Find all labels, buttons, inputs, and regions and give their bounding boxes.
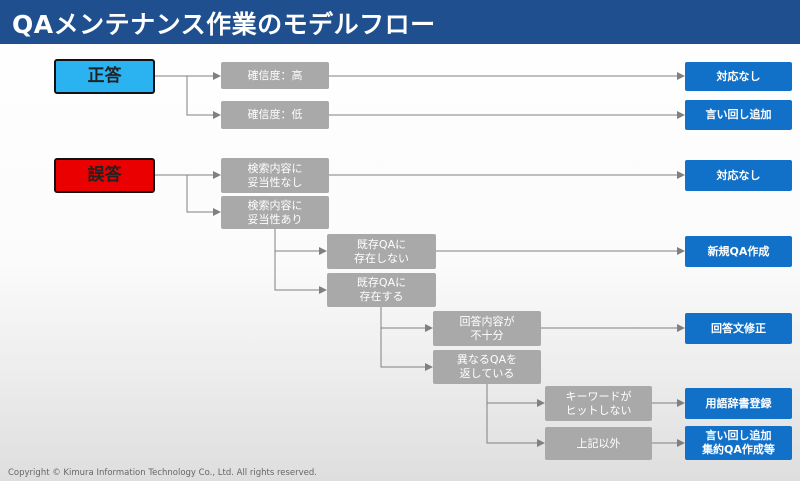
cond-other: 上記以外 — [545, 427, 652, 460]
page-title: QAメンテナンス作業のモデルフロー — [12, 10, 436, 39]
title-bar: QAメンテナンス作業のモデルフロー — [0, 0, 800, 44]
root-correct: 正答 — [54, 59, 155, 94]
cond-qa-not-exist: 既存QAに 存在しない — [327, 234, 436, 269]
action-paraphrase-consolidate: 言い回し追加 集約QA作成等 — [685, 426, 792, 460]
copyright-footer: Copyright © Kimura Information Technolog… — [8, 468, 318, 478]
action-fix-answer: 回答文修正 — [685, 313, 792, 344]
connector — [186, 175, 221, 216]
connector — [486, 384, 545, 407]
action-no-action-2: 対応なし — [685, 160, 792, 191]
cond-search-inappropriate: 検索内容に 妥当性なし — [221, 158, 329, 193]
cond-search-appropriate: 検索内容に 妥当性あり — [221, 196, 329, 229]
action-add-paraphrase: 言い回し追加 — [685, 100, 792, 130]
cond-confidence-high: 確信度：高 — [221, 62, 329, 89]
cond-answer-insufficient: 回答内容が 不十分 — [433, 311, 541, 346]
connector — [186, 76, 221, 119]
connector — [274, 229, 327, 255]
action-register-glossary: 用語辞書登録 — [685, 388, 792, 419]
connector — [486, 403, 545, 447]
connector — [274, 251, 327, 294]
cond-other-qa-returned: 異なるQAを 返している — [433, 350, 541, 384]
action-new-qa: 新規QA作成 — [685, 236, 792, 267]
root-wrong: 誤答 — [54, 158, 155, 193]
cond-confidence-low: 確信度：低 — [221, 101, 329, 129]
cond-keyword-no-hit: キーワードが ヒットしない — [545, 386, 652, 421]
cond-qa-exist: 既存QAに 存在する — [327, 273, 436, 307]
action-no-action-1: 対応なし — [685, 62, 792, 91]
connector — [380, 328, 433, 371]
connector — [380, 307, 433, 332]
